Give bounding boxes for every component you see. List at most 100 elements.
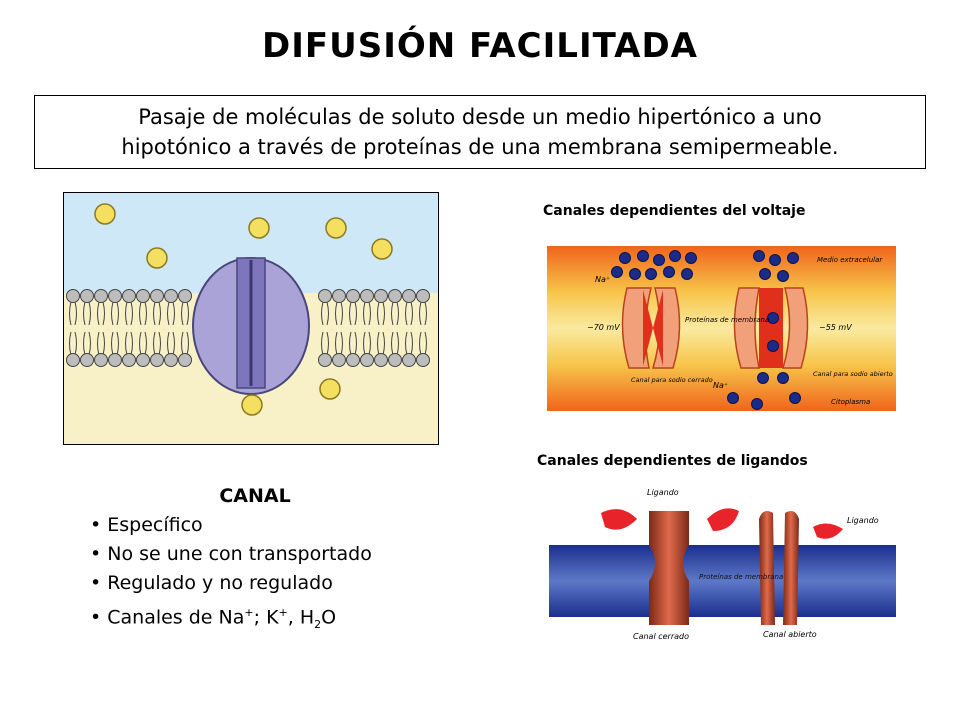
ligand-panel-caption: Canales dependientes de ligandos (537, 453, 808, 469)
lipid-bilayer (66, 289, 430, 367)
lipid-tail (363, 331, 371, 356)
closed-ligand-channel (649, 511, 689, 625)
sodium-ion (777, 372, 789, 384)
definition-box: Pasaje de moléculas de soluto desde un m… (34, 95, 926, 169)
lipid-head (136, 353, 150, 367)
lipid-tail (69, 301, 77, 326)
lipid-tail (139, 331, 147, 356)
canales-mid2: , H (287, 606, 315, 629)
lipid-tail (167, 301, 175, 326)
list-item: • Específico (90, 514, 203, 536)
sodium-ion (767, 340, 779, 352)
closed-sodium-channel (621, 287, 681, 369)
lipid-tail (69, 331, 77, 356)
label-proteinas-ligand: Proteínas de membrana (699, 573, 783, 581)
sodium-ion (769, 254, 781, 266)
lipid-tail (125, 331, 133, 356)
lipid-head (136, 289, 150, 303)
ligands (601, 508, 843, 539)
lipid-tail (363, 301, 371, 326)
page-title: DIFUSIÓN FACILITADA (262, 26, 698, 66)
lipid-tail (391, 331, 399, 356)
sodium-ion (611, 266, 623, 278)
sodium-ion (681, 268, 693, 280)
lipid-head (402, 353, 416, 367)
label-canal-abierto: Canal para sodio abierto (813, 370, 893, 378)
channel-protein (192, 257, 310, 395)
open-ligand-channel (759, 511, 799, 625)
lipid-tail (377, 331, 385, 356)
lipid-head (388, 353, 402, 367)
sodium-ion (727, 392, 739, 404)
lipid-head (164, 289, 178, 303)
lipid-tail (111, 301, 119, 326)
lipid-tail (405, 331, 413, 356)
lipid-tail (405, 301, 413, 326)
lipid-tail (153, 301, 161, 326)
label-minus70: −70 mV (587, 323, 620, 332)
lipid-head (108, 353, 122, 367)
canal-properties-list: CANAL • Específico • No se une con trans… (90, 482, 430, 639)
lipid-tail (167, 331, 175, 356)
lipid-tail (335, 331, 343, 356)
label-canal-cerrado-ligand: Canal cerrado (633, 632, 689, 641)
lipid-head (122, 289, 136, 303)
lipid-tail (391, 301, 399, 326)
sodium-ion (685, 252, 697, 264)
sodium-ion (789, 392, 801, 404)
lipid-head (80, 353, 94, 367)
lipid-head (164, 353, 178, 367)
sodium-ion (645, 268, 657, 280)
lipid-tail (97, 331, 105, 356)
lipid-head (150, 289, 164, 303)
lipid-tail (83, 331, 91, 356)
sodium-ion (767, 312, 779, 324)
lipid-head (178, 289, 192, 303)
sodium-ion (759, 268, 771, 280)
lipid-head (94, 353, 108, 367)
lipid-head (66, 289, 80, 303)
lipid-head (318, 353, 332, 367)
lipid-head (374, 289, 388, 303)
na-charge: + (244, 606, 254, 619)
lipid-head (332, 353, 346, 367)
lipid-head (346, 289, 360, 303)
voltage-panel-caption: Canales dependientes del voltaje (543, 203, 806, 219)
lipid-tail (153, 331, 161, 356)
channel-membrane-diagram (63, 192, 439, 445)
lipid-head (94, 289, 108, 303)
sodium-ion (653, 254, 665, 266)
open-sodium-channel (733, 287, 809, 369)
sodium-ion (753, 250, 765, 262)
lipid-head (318, 289, 332, 303)
lipid-tail (419, 301, 427, 326)
lipid-head (80, 289, 94, 303)
label-ligando-1: Ligando (647, 488, 679, 497)
label-na-bottom: Na⁺ (713, 381, 728, 390)
water-subscript: 2 (314, 618, 322, 632)
lipid-head (388, 289, 402, 303)
sodium-ion (787, 252, 799, 264)
lipid-head (108, 289, 122, 303)
lipid-tail (181, 301, 189, 326)
label-na-top: Na⁺ (595, 275, 610, 284)
list-item-canales: • Canales de Na+; K+, H2O (90, 598, 430, 639)
solute-molecules (94, 203, 393, 416)
sodium-ion (619, 252, 631, 264)
sodium-ion (757, 372, 769, 384)
lipid-head (416, 289, 430, 303)
lipid-head (360, 353, 374, 367)
lipid-head (346, 353, 360, 367)
list-item: • Regulado y no regulado (90, 572, 333, 594)
lipid-tail (83, 301, 91, 326)
lipid-tail (181, 331, 189, 356)
lipid-tail (419, 331, 427, 356)
lipid-tail (321, 331, 329, 356)
sodium-ion (629, 268, 641, 280)
sodium-ion (777, 270, 789, 282)
lipid-head (402, 289, 416, 303)
list-item: • No se une con transportado (90, 543, 372, 565)
sodium-ion (669, 250, 681, 262)
lipid-tail (377, 301, 385, 326)
label-medio: Medio extracelular (817, 256, 883, 264)
